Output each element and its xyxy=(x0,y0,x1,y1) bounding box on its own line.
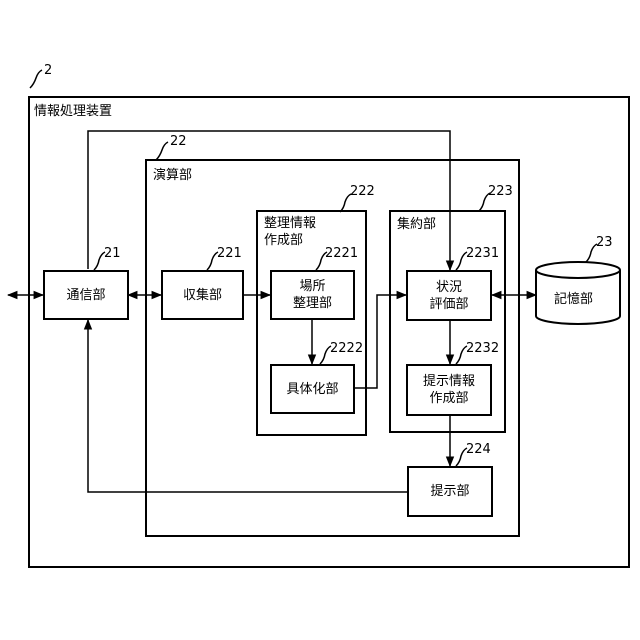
aggregate-ref: 223 xyxy=(488,184,513,200)
compute-ref: 22 xyxy=(170,134,187,150)
evaluate-box: 状況 評価部 xyxy=(406,270,492,321)
organize-title-line1: 整理情報 xyxy=(264,216,316,232)
present-label: 提示部 xyxy=(430,483,469,500)
place-ref: 2221 xyxy=(325,246,358,262)
aggregate-title: 集約部 xyxy=(397,217,436,233)
compute-title: 演算部 xyxy=(153,168,192,184)
place-box: 場所 整理部 xyxy=(270,270,355,320)
organize-ref: 222 xyxy=(350,184,375,200)
present-ref: 224 xyxy=(466,442,491,458)
collect-box: 収集部 xyxy=(161,270,244,320)
storage-label: 記憶部 xyxy=(554,292,593,308)
place-label-line1: 場所 xyxy=(299,278,325,295)
present-box: 提示部 xyxy=(407,466,493,517)
present-info-box: 提示情報 作成部 xyxy=(406,364,492,416)
evaluate-label-line1: 状況 xyxy=(436,279,462,296)
present-info-label-line2: 作成部 xyxy=(429,390,468,407)
device-ref: 2 xyxy=(44,63,52,79)
comm-box: 通信部 xyxy=(43,270,129,320)
evaluate-ref: 2231 xyxy=(466,246,499,262)
collect-label: 収集部 xyxy=(183,287,222,304)
concrete-ref: 2222 xyxy=(330,341,363,357)
leader-2 xyxy=(30,70,42,88)
storage-ref: 23 xyxy=(596,235,613,251)
organize-title-line2: 作成部 xyxy=(264,233,303,249)
comm-label: 通信部 xyxy=(66,287,105,304)
comm-ref: 21 xyxy=(104,246,121,262)
present-info-label-line1: 提示情報 xyxy=(423,373,475,390)
evaluate-label-line2: 評価部 xyxy=(429,296,468,313)
collect-ref: 221 xyxy=(217,246,242,262)
present-info-ref: 2232 xyxy=(466,341,499,357)
concrete-box: 具体化部 xyxy=(270,364,355,414)
place-label-line2: 整理部 xyxy=(293,295,332,312)
concrete-label: 具体化部 xyxy=(286,381,338,398)
device-title: 情報処理装置 xyxy=(34,104,112,120)
